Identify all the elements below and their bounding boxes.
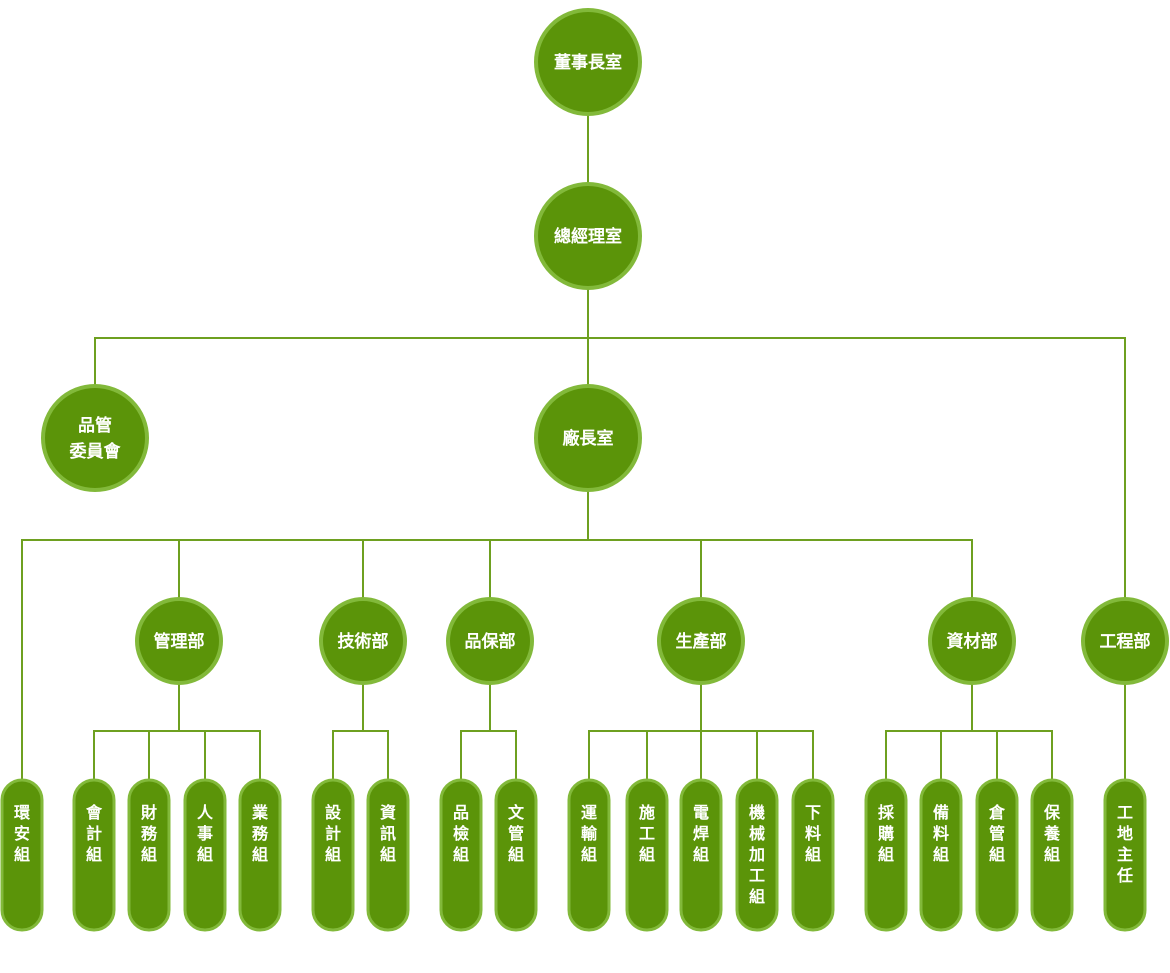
qa-team-1-label: 品檢組: [453, 803, 469, 864]
engineering-label: 工程部: [1100, 631, 1151, 652]
pill-prod-2: 施工組: [625, 778, 669, 932]
tech-label: 技術部: [338, 631, 389, 652]
mat-team-2-label: 備料組: [933, 803, 949, 864]
qc-committee-label-line2: 委員會: [69, 441, 122, 462]
mat-team-1-label: 採購組: [877, 803, 895, 864]
node-factory: 廠長室: [534, 384, 642, 492]
connector-qa-teams: [460, 730, 517, 780]
qa-team-2-label: 文管組: [508, 803, 525, 864]
factory-label: 廠長室: [563, 428, 614, 449]
connector-tech-teams: [332, 730, 389, 780]
pill-mgmt-1: 會計組: [72, 778, 116, 932]
pill-prod-3: 電焊組: [679, 778, 723, 932]
node-engineering: 工程部: [1081, 597, 1169, 685]
pill-mgmt-3: 人事組: [183, 778, 227, 932]
pill-mat-2: 備料組: [919, 778, 963, 932]
pill-mat-3: 倉管組: [975, 778, 1019, 932]
qc-committee-label-line1: 品管: [78, 415, 112, 436]
node-chairman: 董事長室: [534, 8, 642, 116]
pill-qa-1: 品檢組: [439, 778, 483, 932]
production-label: 生產部: [676, 631, 727, 652]
mgmt-team-4-label: 業務組: [251, 803, 269, 864]
mgmt-team-3-label: 人事組: [197, 803, 214, 864]
pill-qa-2: 文管組: [494, 778, 538, 932]
prod-team-3-label: 電焊組: [693, 803, 709, 864]
gm-label: 總經理室: [554, 226, 622, 247]
connector-factory-branches: [21, 539, 973, 780]
pill-mat-1: 採購組: [864, 778, 908, 932]
pill-eng-1: 工地主任: [1103, 778, 1147, 932]
connector-gm-branches: [94, 337, 1126, 600]
pill-mgmt-2: 財務組: [127, 778, 171, 932]
pill-prod-1: 運輸組: [567, 778, 611, 932]
pill-tech-1: 設計組: [311, 778, 355, 932]
pill-mgmt-4: 業務組: [238, 778, 282, 932]
pill-prod-5: 下料組: [791, 778, 835, 932]
connector-mat-teams: [885, 730, 1053, 780]
mgmt-team-1-label: 會計組: [85, 803, 103, 864]
prod-team-4-label: 機械加工組: [748, 803, 765, 906]
node-tech: 技術部: [319, 597, 407, 685]
connectors: [21, 110, 1126, 780]
chairman-label: 董事長室: [554, 52, 622, 73]
connector-mgmt-teams: [93, 730, 261, 780]
prod-team-1-label: 運輸組: [581, 803, 598, 864]
pill-mat-4: 保養組: [1030, 778, 1074, 932]
management-label: 管理部: [154, 631, 205, 652]
tech-team-1-label: 設計組: [325, 803, 342, 864]
mat-team-3-label: 倉管組: [988, 803, 1006, 864]
node-qc-committee: 品管 委員會: [41, 384, 149, 492]
node-materials: 資材部: [928, 597, 1016, 685]
prod-team-2-label: 施工組: [639, 803, 655, 864]
eng-team-1-label: 工地主任: [1116, 803, 1133, 885]
node-gm: 總經理室: [534, 182, 642, 290]
pill-env: 環安組: [0, 778, 44, 932]
tech-team-2-label: 資訊組: [380, 803, 396, 864]
node-production: 生產部: [657, 597, 745, 685]
qa-label: 品保部: [465, 631, 516, 652]
node-management: 管理部: [135, 597, 223, 685]
materials-label: 資材部: [947, 631, 998, 652]
node-qa: 品保部: [446, 597, 534, 685]
prod-team-5-label: 下料組: [805, 803, 821, 864]
mat-team-4-label: 保養組: [1043, 803, 1061, 864]
mgmt-team-2-label: 財務組: [141, 803, 158, 864]
env-label: 環安組: [14, 803, 31, 864]
pill-tech-2: 資訊組: [366, 778, 410, 932]
pill-prod-4: 機械加工組: [735, 778, 779, 932]
